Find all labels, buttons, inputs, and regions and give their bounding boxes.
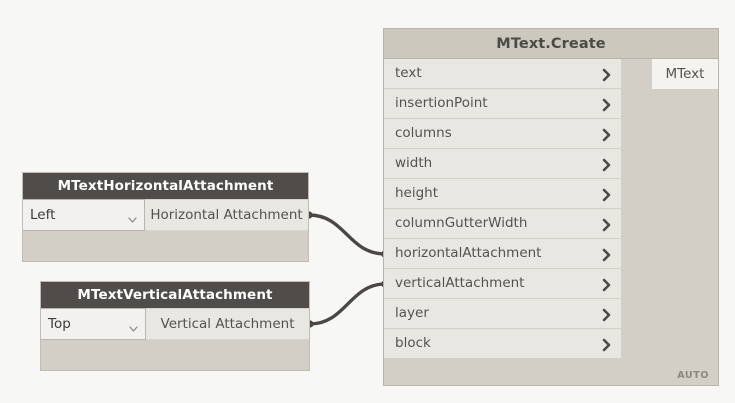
input-port-columns[interactable]: columns <box>384 119 621 149</box>
chevron-down-icon[interactable] <box>129 321 138 332</box>
vertical-attachment-dropdown[interactable]: Top <box>41 308 146 340</box>
node-mtext-create[interactable]: MText.Create text insertionPoint column <box>383 28 719 386</box>
node-body: Left Horizontal Attachment <box>23 199 308 231</box>
chevron-right-icon[interactable] <box>601 337 613 351</box>
chevron-right-icon[interactable] <box>601 187 613 201</box>
output-port-vertical-attachment[interactable]: Vertical Attachment <box>146 308 309 340</box>
input-port-layer[interactable]: layer <box>384 299 621 329</box>
chevron-right-icon[interactable] <box>601 97 613 111</box>
node-body: Top Vertical Attachment <box>41 308 309 340</box>
node-mtext-horizontal-attachment[interactable]: MTextHorizontalAttachment Left Horizonta… <box>22 172 309 262</box>
input-port-columngutterwidth[interactable]: columnGutterWidth <box>384 209 621 239</box>
output-port-mtext[interactable]: MText <box>652 59 718 89</box>
input-port-label: verticalAttachment <box>395 274 525 291</box>
execution-mode-badge[interactable]: AUTO <box>677 370 709 381</box>
node-title: MText.Create <box>384 29 718 59</box>
node-mtext-vertical-attachment[interactable]: MTextVerticalAttachment Top Vertical Att… <box>40 281 310 371</box>
input-port-list: text insertionPoint columns <box>384 59 621 359</box>
horizontal-attachment-dropdown[interactable]: Left <box>23 199 145 231</box>
input-port-text[interactable]: text <box>384 59 621 89</box>
input-port-label: columns <box>395 124 452 141</box>
input-port-label: height <box>395 184 439 201</box>
input-port-block[interactable]: block <box>384 329 621 359</box>
wire-horizontal-attachment <box>307 213 386 256</box>
chevron-right-icon[interactable] <box>601 277 613 291</box>
node-footer <box>41 340 309 370</box>
chevron-right-icon[interactable] <box>601 217 613 231</box>
node-title: MTextHorizontalAttachment <box>23 173 308 199</box>
chevron-right-icon[interactable] <box>601 157 613 171</box>
input-port-label: horizontalAttachment <box>395 244 542 261</box>
chevron-right-icon[interactable] <box>601 127 613 141</box>
input-port-insertionpoint[interactable]: insertionPoint <box>384 89 621 119</box>
output-port-horizontal-attachment[interactable]: Horizontal Attachment <box>145 199 308 231</box>
input-port-label: columnGutterWidth <box>395 214 528 231</box>
input-port-label: width <box>395 154 433 171</box>
node-title: MTextVerticalAttachment <box>41 282 309 308</box>
chevron-right-icon[interactable] <box>601 247 613 261</box>
chevron-right-icon[interactable] <box>601 67 613 81</box>
input-port-verticalattachment[interactable]: verticalAttachment <box>384 269 621 299</box>
node-footer <box>23 231 308 261</box>
chevron-down-icon[interactable] <box>128 212 137 223</box>
input-port-height[interactable]: height <box>384 179 621 209</box>
dropdown-value: Left <box>30 207 56 223</box>
dropdown-value: Top <box>48 316 71 332</box>
wire-vertical-attachment <box>308 282 386 326</box>
chevron-right-icon[interactable] <box>601 307 613 321</box>
input-port-label: layer <box>395 304 429 321</box>
input-port-label: text <box>395 64 422 81</box>
input-port-label: insertionPoint <box>395 94 488 111</box>
input-port-width[interactable]: width <box>384 149 621 179</box>
node-body: text insertionPoint columns <box>384 59 718 387</box>
input-port-horizontalattachment[interactable]: horizontalAttachment <box>384 239 621 269</box>
input-port-label: block <box>395 334 431 351</box>
